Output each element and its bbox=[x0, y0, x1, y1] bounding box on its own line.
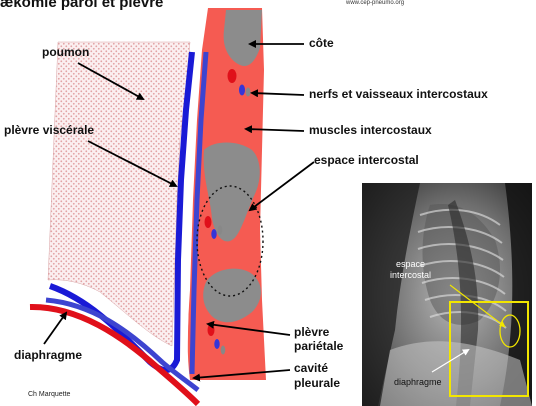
label-plevre-viscerale: plèvre viscérale bbox=[4, 124, 94, 138]
xray-label-diaphragme: diaphragme bbox=[394, 378, 442, 388]
xray-image bbox=[362, 183, 532, 406]
vessel-vein-3 bbox=[214, 339, 219, 349]
nerve-3 bbox=[221, 346, 226, 355]
label-muscles-intercostaux: muscles intercostaux bbox=[309, 124, 432, 138]
label-plevre-parietale-line2: pariétale bbox=[294, 340, 343, 354]
arrow-diaphragme bbox=[44, 313, 66, 344]
nerve-1 bbox=[246, 88, 251, 97]
xray-label-espace-line1: espace bbox=[396, 260, 425, 270]
label-cote: côte bbox=[309, 37, 334, 51]
label-cavite-pleurale-line2: pleurale bbox=[294, 377, 340, 391]
vessel-artery-3 bbox=[208, 324, 215, 336]
website-watermark: www.cep-pneumo.org bbox=[346, 0, 404, 7]
label-nerfs-vaisseaux: nerfs et vaisseaux intercostaux bbox=[309, 88, 488, 102]
credit-author: Ch Marquette bbox=[28, 391, 70, 399]
label-cavite-pleurale-line1: cavité bbox=[294, 362, 328, 376]
label-diaphragme: diaphragme bbox=[14, 349, 82, 363]
vessel-artery-2 bbox=[205, 216, 212, 228]
label-espace-intercostal: espace intercostal bbox=[314, 154, 419, 168]
label-plevre-parietale-line1: plèvre bbox=[294, 326, 329, 340]
vessel-artery-1 bbox=[228, 69, 237, 83]
vessel-vein-2 bbox=[211, 229, 216, 239]
label-poumon: poumon bbox=[42, 46, 89, 60]
vessel-vein-1 bbox=[239, 85, 245, 96]
lung bbox=[48, 42, 190, 346]
nerve-2 bbox=[218, 226, 223, 235]
page-title: ækomie paroi et plèvre bbox=[0, 0, 163, 11]
xray-label-espace-line2: intercostal bbox=[390, 271, 431, 281]
